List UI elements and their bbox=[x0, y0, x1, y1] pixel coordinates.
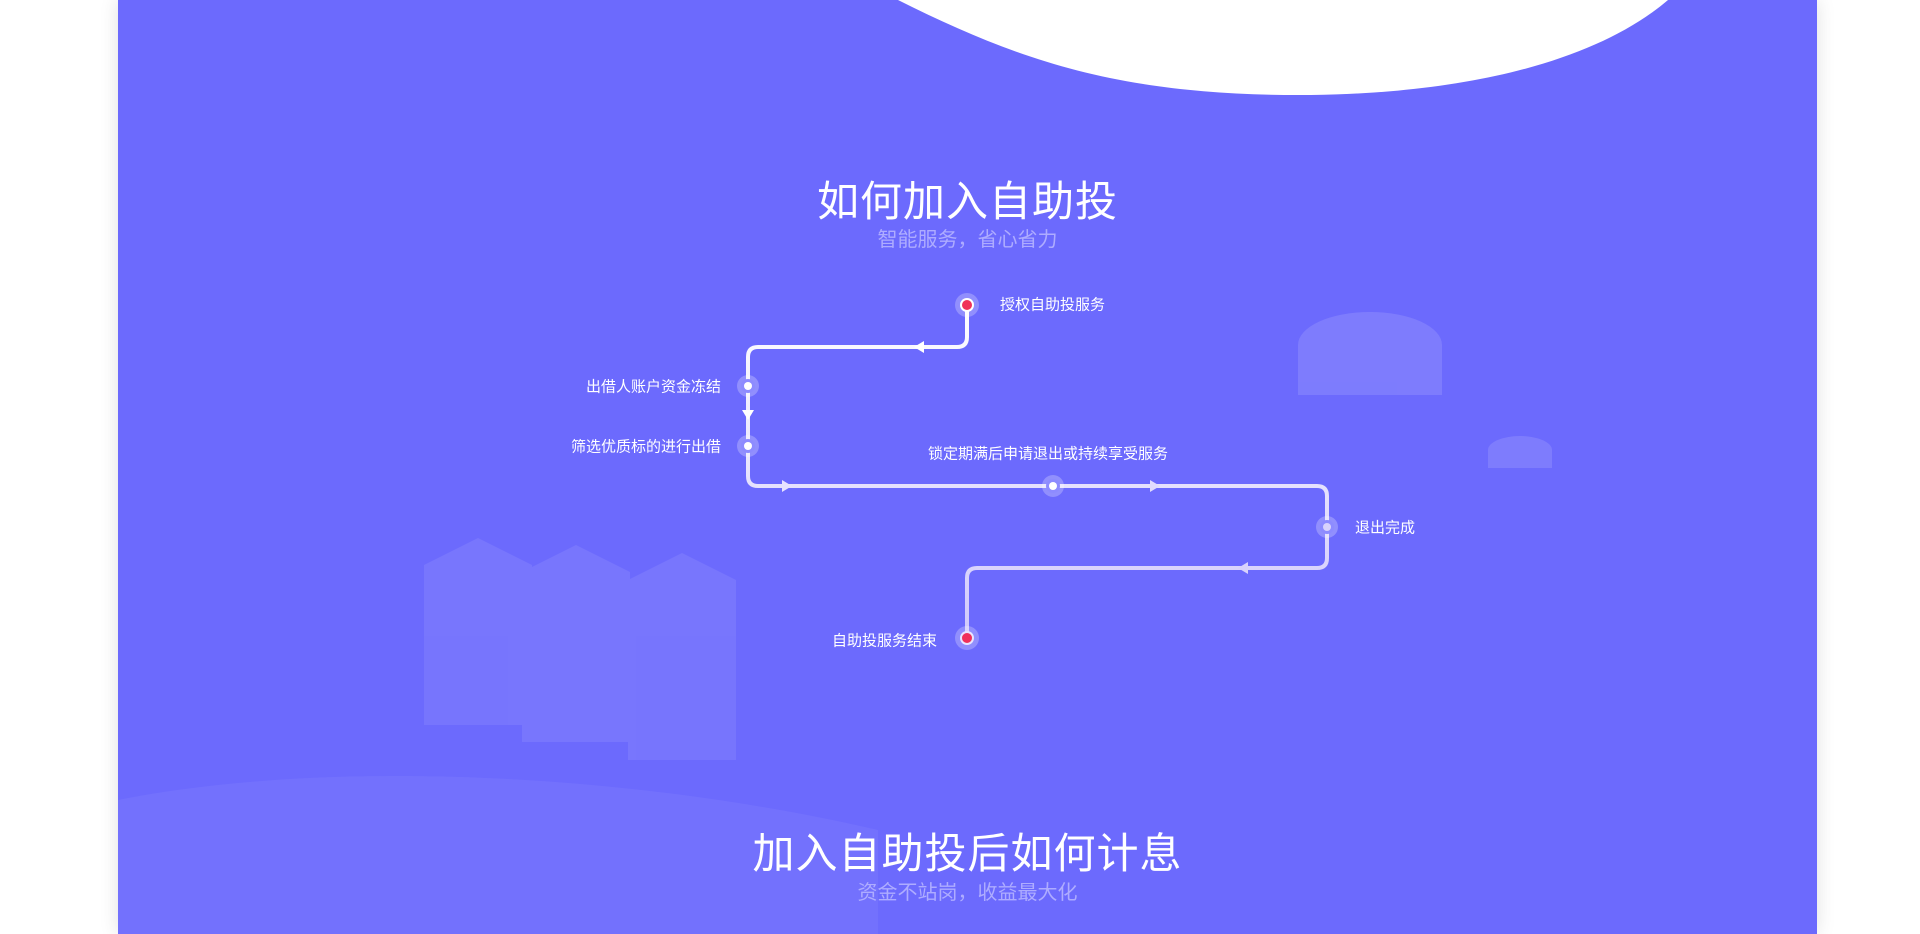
node-exit bbox=[1316, 516, 1338, 538]
cube-decoration bbox=[424, 538, 736, 760]
step-label: 自助投服务结束 bbox=[831, 631, 937, 650]
coin-decoration bbox=[1298, 312, 1552, 468]
arrow-left-icon bbox=[1238, 562, 1248, 574]
arrow-down-icon bbox=[742, 410, 754, 420]
arrow-right-icon bbox=[1150, 480, 1160, 492]
top-wave-decoration bbox=[898, 0, 1668, 95]
node-lock bbox=[1042, 475, 1064, 497]
step-label: 授权自助投服务 bbox=[1000, 295, 1106, 314]
node-end bbox=[955, 626, 979, 650]
section2-subtitle: 资金不站岗，收益最大化 bbox=[857, 880, 1078, 904]
flow-diagram bbox=[118, 0, 1668, 934]
step-label: 出借人账户资金冻结 bbox=[585, 377, 721, 396]
step-label: 退出完成 bbox=[1355, 518, 1416, 537]
arrow-left-icon bbox=[914, 341, 924, 353]
main-panel: 如何加入自助投 智能服务，省心省力 授权自助投服务 出借人账户资金冻结 筛选优质… bbox=[118, 0, 1817, 934]
flow-path bbox=[746, 305, 1329, 638]
section2-title: 加入自助投后如何计息 bbox=[752, 829, 1183, 878]
step-label: 筛选优质标的进行出借 bbox=[570, 437, 721, 456]
bottom-wave-decoration bbox=[118, 776, 878, 934]
node-freeze bbox=[737, 375, 759, 397]
step-label: 锁定期满后申请退出或持续享受服务 bbox=[928, 444, 1169, 463]
node-start bbox=[955, 293, 979, 317]
arrow-right-icon bbox=[782, 480, 792, 492]
section-subtitle: 智能服务，省心省力 bbox=[877, 227, 1058, 251]
section-title: 如何加入自助投 bbox=[816, 177, 1118, 226]
node-select bbox=[737, 435, 759, 457]
flow-arrows bbox=[742, 341, 1248, 574]
